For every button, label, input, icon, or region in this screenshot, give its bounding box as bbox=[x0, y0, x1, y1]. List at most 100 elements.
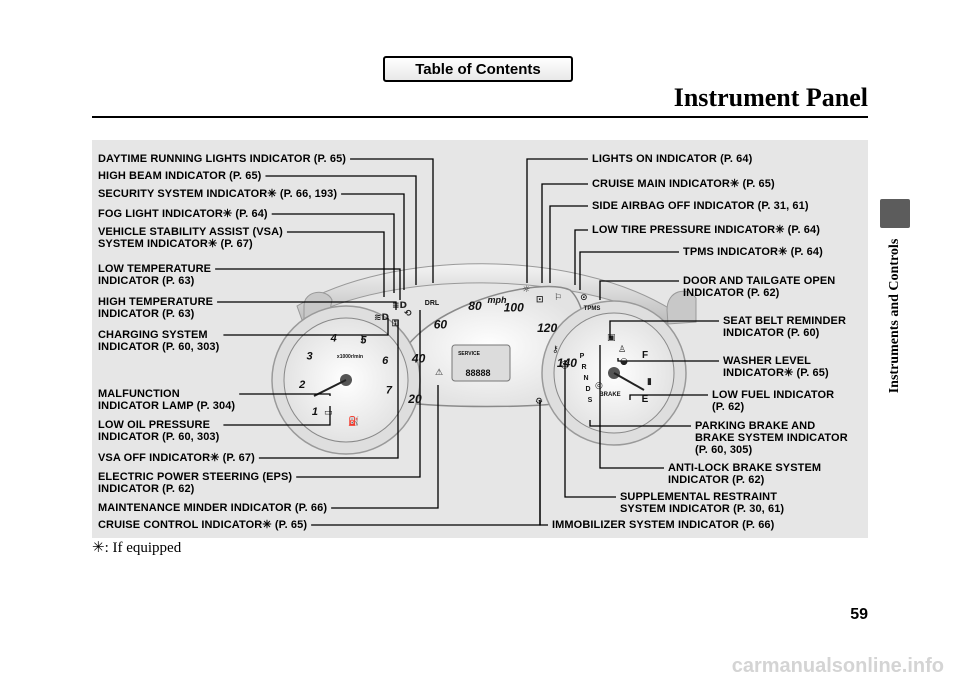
leader-line-right-3 bbox=[574, 229, 588, 285]
speed-tick-140: 140 bbox=[557, 356, 577, 370]
display-service-text: SERVICE bbox=[458, 351, 481, 357]
gear-letter-D: D bbox=[585, 386, 590, 393]
page-number: 59 bbox=[850, 606, 868, 623]
tach-tick-7: 7 bbox=[386, 385, 393, 397]
speed-tick-20: 20 bbox=[407, 392, 422, 406]
leader-line-left-0 bbox=[350, 158, 434, 283]
tach-tick-2: 2 bbox=[298, 379, 305, 391]
speed-tick-80: 80 bbox=[468, 299, 482, 313]
eps-icon: ⚠ bbox=[435, 368, 443, 378]
fuel-empty-label: E bbox=[642, 394, 649, 405]
section-tab-label: Instruments and Controls bbox=[887, 238, 902, 394]
side-airbag-icon: ⚐ bbox=[554, 293, 562, 303]
section-tab-marker[interactable] bbox=[880, 199, 910, 228]
callout-label-left-2: SECURITY SYSTEM INDICATOR✳ (P. 66, 193) bbox=[98, 188, 338, 200]
gear-letter-N: N bbox=[583, 375, 588, 382]
high-beam-icon: ≡D bbox=[392, 301, 407, 311]
leader-line-right-6 bbox=[609, 320, 719, 338]
callout-label-left-10: VSA OFF INDICATOR✳ (P. 67) bbox=[98, 452, 255, 464]
table-of-contents-button[interactable]: Table of Contents bbox=[383, 56, 573, 82]
door-open-icon: ▣ bbox=[607, 333, 616, 343]
callout-label-left-12: MAINTENANCE MINDER INDICATOR (P. 66) bbox=[98, 502, 328, 514]
oil-pressure-icon: ⛽ bbox=[348, 415, 359, 427]
leader-line-right-7 bbox=[617, 358, 719, 362]
fog-light-icon: ≋D bbox=[374, 313, 389, 323]
tpms-text: TPMS bbox=[584, 306, 601, 312]
watermark: carmanualsonline.info bbox=[731, 655, 944, 677]
callout-label-left-0: DAYTIME RUNNING LIGHTS INDICATOR (P. 65) bbox=[98, 153, 347, 165]
gear-letter-P: P bbox=[580, 353, 585, 360]
cluster-hood-right bbox=[666, 290, 697, 325]
washer-icon: ◒ bbox=[620, 357, 628, 367]
tach-tick-5: 5 bbox=[360, 335, 367, 347]
gear-letter-S: S bbox=[588, 397, 593, 404]
leader-line-left-3 bbox=[271, 213, 395, 293]
tach-tick-1: 1 bbox=[312, 406, 318, 418]
leader-line-right-2 bbox=[549, 205, 588, 283]
page-title: Instrument Panel bbox=[673, 83, 868, 112]
leader-line-right-5 bbox=[599, 280, 679, 300]
cruise-main-icon: ⊡ bbox=[536, 295, 544, 305]
leader-line-left-9 bbox=[223, 406, 331, 426]
callout-label-right-1: CRUISE MAIN INDICATOR✳ (P. 65) bbox=[592, 178, 775, 190]
callout-label-left-13: CRUISE CONTROL INDICATOR✳ (P. 65) bbox=[98, 519, 308, 531]
leader-line-right-12 bbox=[539, 430, 548, 526]
display-odometer-text: 88888 bbox=[465, 368, 490, 378]
brake-text: BRAKE bbox=[599, 392, 620, 398]
tach-tick-4: 4 bbox=[330, 333, 337, 345]
tachometer-needle bbox=[313, 379, 347, 397]
callout-label-right-4: TPMS INDICATOR✳ (P. 64) bbox=[683, 246, 823, 258]
leader-line-right-10 bbox=[599, 345, 664, 469]
fuel-needle bbox=[613, 372, 645, 391]
lights-on-icon: ☼ bbox=[522, 285, 530, 295]
leader-line-left-10 bbox=[258, 320, 399, 459]
abs-icon: ◎ bbox=[595, 381, 603, 391]
leader-line-right-0 bbox=[526, 158, 588, 283]
leader-line-left-5 bbox=[215, 268, 401, 300]
callout-label-left-1: HIGH BEAM INDICATOR (P. 65) bbox=[98, 170, 262, 182]
callout-label-right-8: LOW FUEL INDICATOR(P. 62) bbox=[712, 389, 835, 413]
charging-icon: ▭ bbox=[324, 408, 333, 418]
callout-label-right-3: LOW TIRE PRESSURE INDICATOR✳ (P. 64) bbox=[592, 224, 820, 236]
leader-line-left-12 bbox=[331, 385, 439, 509]
callout-label-right-12: IMMOBILIZER SYSTEM INDICATOR (P. 66) bbox=[552, 519, 775, 531]
low-fuel-icon: ▮ bbox=[647, 377, 652, 387]
tach-tick-3: 3 bbox=[307, 350, 313, 362]
security-icon: ⚿ bbox=[392, 318, 399, 329]
tach-tick-6: 6 bbox=[382, 355, 389, 367]
drl-text: DRL bbox=[425, 300, 440, 307]
leader-line-right-9 bbox=[589, 420, 691, 427]
callout-label-left-4: VEHICLE STABILITY ASSIST (VSA)SYSTEM IND… bbox=[98, 226, 283, 250]
callout-label-left-3: FOG LIGHT INDICATOR✳ (P. 64) bbox=[98, 208, 268, 220]
leader-line-right-1 bbox=[541, 183, 588, 283]
leader-line-left-1 bbox=[265, 175, 417, 285]
speed-tick-120: 120 bbox=[537, 321, 557, 335]
footnote: ✳: If equipped bbox=[92, 540, 182, 556]
callout-label-right-0: LIGHTS ON INDICATOR (P. 64) bbox=[592, 153, 753, 165]
callout-label-left-11: ELECTRIC POWER STEERING (EPS)INDICATOR (… bbox=[98, 471, 293, 495]
leader-line-right-11 bbox=[564, 360, 616, 498]
leader-line-right-8 bbox=[629, 394, 708, 400]
tire-pressure-icon: ⊙ bbox=[580, 293, 588, 303]
speed-tick-100: 100 bbox=[504, 300, 524, 314]
leader-line-left-6 bbox=[217, 301, 397, 310]
speed-tick-60: 60 bbox=[434, 318, 448, 332]
seat-belt-icon: ♙ bbox=[618, 345, 626, 355]
speed-tick-40: 40 bbox=[411, 351, 426, 365]
leader-line-left-7 bbox=[223, 318, 389, 336]
vsa-icon: ⟲ bbox=[404, 309, 412, 319]
fuel-full-label: F bbox=[642, 350, 648, 361]
title-rule bbox=[92, 116, 868, 118]
tach-unit-label: x1000r/min bbox=[337, 354, 363, 360]
